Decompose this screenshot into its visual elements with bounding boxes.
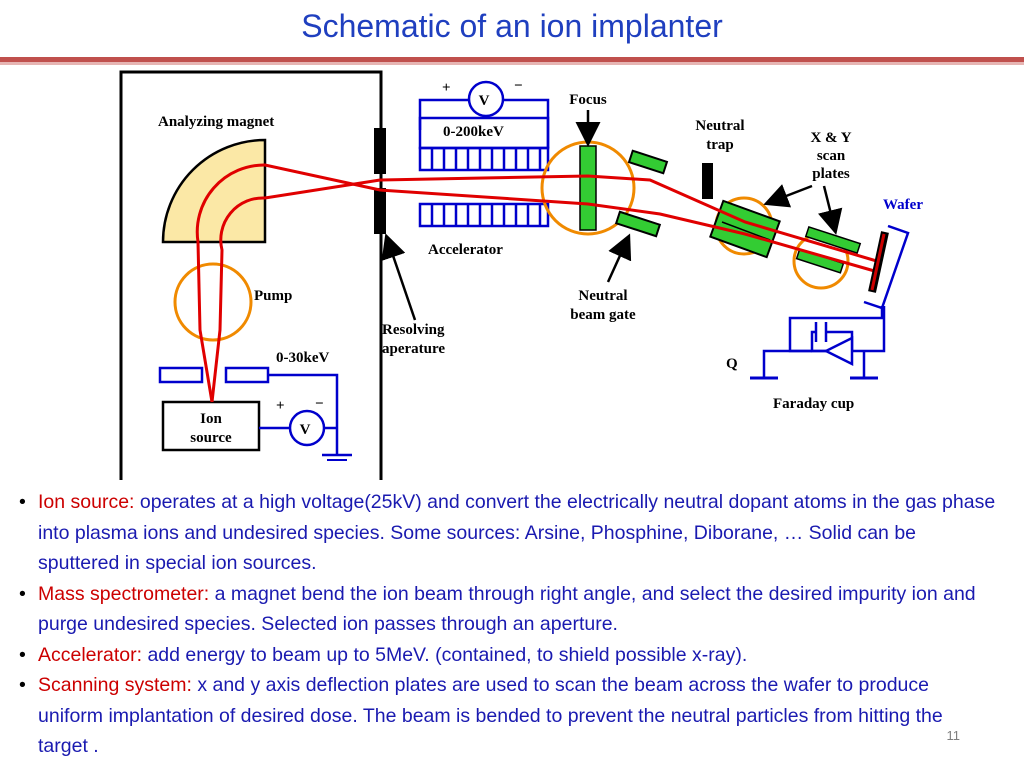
bullet-text: x and y axis deflection plates are used …: [38, 674, 943, 757]
source-enclosure: [119, 70, 383, 480]
ion-beam: [195, 163, 881, 403]
label-charge: Q: [726, 356, 738, 372]
extraction-electrode-right: [224, 366, 270, 384]
label-voltmeter-low: V: [300, 422, 311, 438]
bullet-text: operates at a high voltage(25kV) and con…: [38, 491, 996, 574]
label-voltage-high: 0-200keV: [443, 124, 504, 140]
analyzing-magnet: [161, 138, 267, 244]
bullet-item: Scanning system: x and y axis deflection…: [16, 670, 996, 762]
bullet-text: a magnet bend the ion beam through right…: [38, 582, 976, 636]
label-scan-3: plates: [812, 166, 850, 182]
bullet-term: Ion source:: [38, 491, 135, 513]
title-divider: [0, 57, 1024, 62]
label-ion-source-1: Ion: [200, 411, 222, 427]
voltmeter-high: [467, 80, 505, 118]
faraday-cup: [863, 224, 910, 310]
label-focus: Focus: [569, 92, 607, 108]
amplifier: [823, 335, 854, 367]
resolving-aperture-top: [374, 128, 386, 174]
label-ion-source-2: source: [190, 430, 232, 446]
resolving-aperture-bottom: [374, 188, 386, 234]
label-plus-high: +: [442, 80, 451, 96]
low-voltage-wire: [268, 373, 339, 455]
label-accelerator: Accelerator: [428, 242, 503, 258]
label-minus-low: −: [315, 396, 324, 412]
pump: [173, 262, 253, 342]
ion-implanter-schematic: Analyzing magnet Pump 0-30keV Ion source…: [119, 70, 923, 480]
bullet-term: Scanning system:: [38, 674, 192, 696]
label-resolving-1: Resolving: [382, 322, 445, 338]
neutral-gate-plate-bottom: [614, 210, 662, 238]
bullet-term: Accelerator:: [38, 643, 143, 666]
label-scan-2: scan: [817, 148, 846, 164]
label-voltmeter-high: V: [479, 93, 490, 109]
callout-arrows: [381, 110, 843, 321]
page-number: 11: [946, 728, 961, 743]
label-faraday-cup: Faraday cup: [773, 396, 854, 412]
extraction-electrode-left: [158, 366, 204, 384]
label-pump: Pump: [254, 288, 292, 304]
focus-lens: [579, 145, 597, 231]
label-resolving-2: aperature: [382, 341, 445, 357]
label-analyzing-magnet: Analyzing magnet: [158, 114, 274, 130]
label-neutral-trap-2: trap: [706, 137, 734, 153]
label-voltage-low: 0-30keV: [276, 350, 329, 366]
neutral-trap: [702, 163, 713, 199]
accelerator-column-top: [418, 146, 550, 172]
bullet-term: Mass spectrometer:: [38, 582, 210, 605]
faraday-wire: [852, 306, 886, 353]
bullet-item: Accelerator: add energy to beam up to 5M…: [16, 640, 996, 671]
label-neutral-gate-2: beam gate: [570, 307, 636, 323]
label-neutral-gate-1: Neutral: [578, 288, 627, 304]
label-neutral-trap-1: Neutral: [695, 118, 744, 134]
label-minus-high: −: [514, 78, 523, 94]
title-divider-shadow: [0, 62, 1024, 65]
bullet-list: Ion source: operates at a high voltage(2…: [16, 487, 996, 762]
bullet-text: add energy to beam up to 5MeV. (containe…: [142, 643, 748, 666]
label-scan-1: X & Y: [810, 130, 851, 146]
accelerator-column-bottom: [418, 202, 550, 228]
label-plus-low: +: [276, 398, 285, 414]
bullet-item: Mass spectrometer: a magnet bend the ion…: [16, 579, 996, 640]
bullet-item: Ion source: operates at a high voltage(2…: [16, 487, 996, 579]
neutral-gate-plate-top: [627, 149, 669, 175]
slide-title: Schematic of an ion implanter: [301, 8, 723, 44]
voltmeter-low: [288, 409, 326, 447]
label-wafer: Wafer: [883, 197, 923, 213]
